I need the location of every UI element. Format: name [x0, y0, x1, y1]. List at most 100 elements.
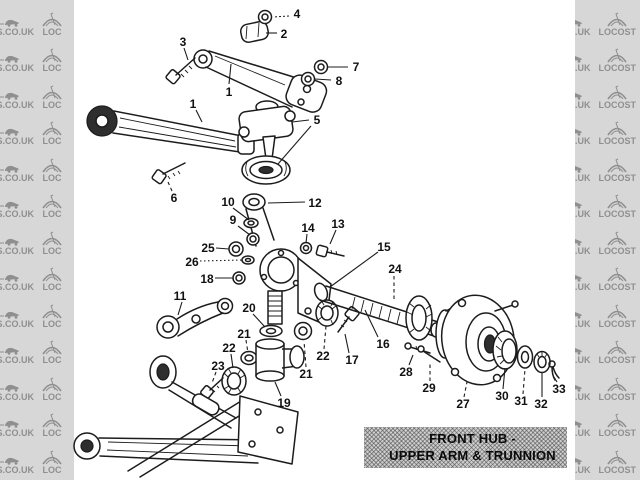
- car-icon: [575, 421, 582, 428]
- leader-line-part-9: [237, 225, 251, 236]
- car-icon: [575, 457, 582, 465]
- part-number-30: 30: [495, 389, 509, 403]
- split-pin: [548, 360, 560, 381]
- bridge-icon: [607, 194, 627, 209]
- diagram-title-box: FRONT HUB - UPPER ARM & TRUNNION: [364, 427, 567, 468]
- bridge-icon: [42, 231, 62, 245]
- nut: [313, 59, 329, 75]
- part-number-12: 12: [308, 196, 322, 210]
- watermark-row: ERS.CO.UK LOC: [0, 256, 74, 293]
- watermark-tile: S.CO.UK: [575, 17, 591, 37]
- part-number-22: 22: [316, 349, 330, 363]
- watermark-row: ERS.CO.UK LOC: [0, 329, 74, 366]
- watermark-tile: ERS.CO.UK: [0, 272, 34, 292]
- watermark-text: ERS.CO.UK: [0, 464, 35, 475]
- watermark-row: S.CO.UK LOCOST: [575, 73, 640, 110]
- watermark-text: LOCOST: [598, 318, 637, 329]
- watermark-tile: ERS.CO.UK: [0, 163, 34, 183]
- watermark-text: ERS.CO.UK: [0, 282, 35, 292]
- watermark-tile: LOCOST: [598, 12, 637, 37]
- car-icon: [575, 202, 582, 209]
- watermark-tile: S.CO.UK: [575, 163, 591, 183]
- watermark-tile: LOCOST: [599, 158, 636, 183]
- leader-line-part-23: [211, 371, 217, 384]
- watermark-tile: LOCOST: [599, 267, 636, 292]
- watermark-text: S.CO.UK: [575, 99, 591, 110]
- watermark-row: S.CO.UK LOCOST: [575, 292, 640, 329]
- watermark-text: S.CO.UK: [575, 428, 591, 438]
- bridge-icon: [607, 231, 627, 245]
- watermark-text: S.CO.UK: [575, 355, 591, 365]
- watermark-tile: LOC: [42, 304, 62, 329]
- leader-line-part-20: [252, 313, 266, 328]
- part-number-29: 29: [422, 381, 436, 395]
- ball-joint: [238, 100, 296, 185]
- leader-line-part-6: [167, 181, 173, 192]
- part-number-13: 13: [331, 217, 345, 231]
- steering-arm: [156, 297, 234, 339]
- bolt: [417, 345, 441, 363]
- watermark-text: LOC: [42, 391, 62, 402]
- watermark-text: ERS.CO.UK: [0, 136, 35, 146]
- part-number-16: 16: [376, 337, 390, 351]
- bridge-icon: [42, 48, 62, 63]
- bridge-icon: [42, 267, 62, 282]
- bolt: [315, 244, 345, 258]
- part-number-1: 1: [190, 97, 197, 111]
- watermark-text: LOCOST: [598, 464, 637, 475]
- watermark-tile: LOCOST: [598, 304, 637, 329]
- bridge-icon: [607, 413, 627, 428]
- part-number-9: 9: [230, 213, 237, 227]
- watermark-row: ERS.CO.UK LOC: [0, 438, 74, 475]
- bridge-icon: [607, 12, 627, 26]
- watermark-text: LOCOST: [598, 136, 637, 146]
- part-number-15: 15: [377, 240, 391, 254]
- watermark-tile: S.CO.UK: [575, 418, 591, 438]
- watermark-text: ERS.CO.UK: [0, 26, 35, 37]
- watermark-tile: LOC: [42, 231, 62, 256]
- leader-line-part-3: [183, 47, 189, 61]
- car-icon: [0, 420, 19, 428]
- watermark-tile: S.CO.UK: [575, 382, 591, 402]
- leader-line-part-10: [232, 207, 250, 221]
- car-icon: [575, 348, 582, 355]
- watermark-tile: ERS.CO.UK: [0, 382, 34, 402]
- watermark-right: S.CO.UK LOCOST S.CO.UK LOCOST S.CO.UK LO…: [575, 0, 640, 480]
- part-number-27: 27: [456, 397, 470, 411]
- leader-line-part-5: [277, 125, 312, 165]
- bridge-icon: [42, 450, 62, 464]
- watermark-tile: ERS.CO.UK: [0, 418, 34, 438]
- part-number-17: 17: [345, 353, 359, 367]
- watermark-tile: LOC: [42, 340, 62, 365]
- bushing: [239, 20, 270, 43]
- washer: [243, 217, 259, 229]
- part-number-8: 8: [336, 74, 343, 88]
- part-number-1: 1: [226, 85, 233, 99]
- part-number-3: 3: [180, 35, 187, 49]
- watermark-tile: LOC: [42, 413, 62, 438]
- watermark-tile: LOC: [42, 48, 62, 73]
- bridge-icon: [42, 377, 62, 391]
- car-icon: [575, 129, 582, 136]
- part-number-2: 2: [281, 27, 288, 41]
- part-number-31: 31: [514, 394, 528, 408]
- upper-arm-front: [86, 105, 255, 155]
- watermark-text: LOCOST: [598, 26, 637, 37]
- watermark-tile: LOC: [42, 377, 62, 402]
- watermark-row: S.CO.UK LOCOST: [575, 438, 640, 475]
- watermark-text: S.CO.UK: [575, 391, 591, 402]
- bridge-icon: [42, 158, 62, 172]
- leader-line-part-8: [314, 78, 332, 81]
- part-number-6: 6: [171, 191, 178, 205]
- bridge-icon: [42, 121, 62, 136]
- leader-line-part-22: [230, 353, 234, 369]
- watermark-row: S.CO.UK LOCOST: [575, 110, 640, 147]
- watermark-text: S.CO.UK: [575, 245, 591, 256]
- watermark-row: ERS.CO.UK LOC: [0, 183, 74, 220]
- leader-line-part-30: [502, 367, 506, 390]
- washer: [516, 345, 534, 369]
- car-icon: [0, 92, 19, 100]
- seal: [240, 350, 258, 366]
